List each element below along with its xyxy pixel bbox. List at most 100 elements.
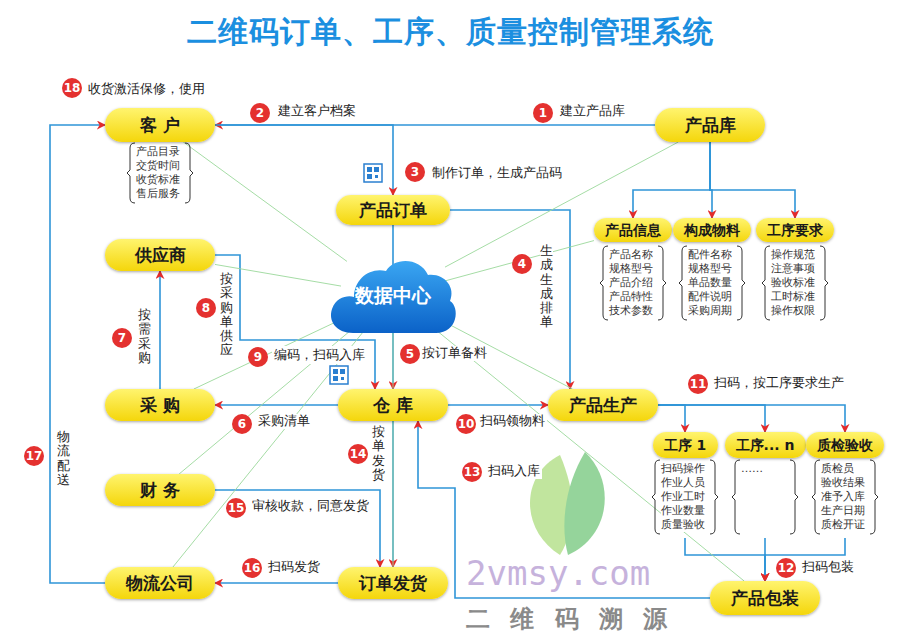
flow-connector (658, 405, 685, 432)
process-box: 订单发货 (338, 567, 448, 599)
qr-icon (330, 366, 348, 384)
node-label: 构成物料 (684, 222, 740, 239)
node-label: 产品生产 (569, 395, 637, 415)
node-list: 质检员 验收结果 准予入库 生产日期 质检开证 (821, 462, 869, 532)
process-box: 构成物料配件名称 规格型号 单品数量 配件说明 采购周期 (673, 218, 751, 242)
callout-number: 11 (688, 374, 708, 394)
note-text: 制作订单，生成产品码 (430, 164, 564, 182)
node-list: …… (741, 462, 789, 476)
edge-label: 按订单备料 (420, 346, 489, 361)
edge-label: 扫码，按工序要求生产 (712, 376, 846, 391)
flow-connector (685, 538, 765, 581)
qr-dot (333, 376, 338, 381)
qr-dot (367, 167, 372, 172)
callout-number: 15 (226, 498, 246, 518)
process-box: 产品订单 (336, 195, 450, 225)
bracket (127, 143, 135, 203)
bracket (185, 143, 193, 203)
diagram-title: 二维码订单、工序、质量控制管理系统 (0, 12, 900, 53)
node-label: 物流公司 (126, 573, 194, 593)
edge-label: 扫码发货 (266, 560, 322, 575)
note-text: 收货激活保修，使用 (86, 80, 207, 98)
node-label: 供应商 (135, 245, 186, 265)
edge-label: 建立客户档案 (276, 104, 358, 119)
process-box: 财 务 (105, 474, 215, 506)
callout-number: 1 (533, 103, 553, 123)
node-label: 产品订单 (359, 200, 427, 220)
watermark: 二 维 码 溯 源 (466, 605, 673, 633)
node-label: 订单发货 (359, 573, 427, 593)
flow-connector (215, 490, 380, 567)
node-label: 产品库 (685, 115, 736, 135)
bracket (870, 460, 878, 534)
bracket (658, 246, 666, 320)
bracket (812, 460, 820, 534)
flow-connector (418, 421, 710, 598)
process-box: 物流公司 (105, 567, 215, 599)
qr-frame (364, 164, 382, 182)
edge-label: 建立产品库 (558, 104, 627, 119)
cloud-node: 数据中心 (328, 253, 458, 337)
qr-dot (374, 167, 379, 172)
qr-frame (330, 366, 348, 384)
bracket (732, 460, 740, 534)
callout-number: 16 (242, 558, 262, 578)
data-link (445, 241, 594, 281)
flow-connector (448, 404, 548, 406)
node-list: 产品目录 交货时间 收货标准 售后服务 (136, 145, 184, 201)
bracket (710, 460, 718, 534)
bracket (790, 460, 798, 534)
edge-label: 生成生成排单 (540, 244, 553, 330)
bracket (652, 460, 660, 534)
edge-label: 按单发货 (372, 425, 385, 482)
data-link (173, 329, 366, 567)
edge-label: 审核收款，同意发货 (250, 499, 371, 514)
process-box: 采 购 (105, 389, 215, 421)
process-box: 产品生产 (548, 389, 658, 421)
edge-label: 采购清单 (256, 414, 312, 429)
flow-connector (215, 582, 338, 584)
flow-connector (633, 142, 710, 218)
bracket (762, 246, 770, 320)
watermark: 2vmsy.com (466, 555, 650, 591)
flow-connector (450, 210, 570, 389)
node-label: 数据中心 (355, 284, 431, 307)
cloud-outline (331, 261, 456, 333)
flow-connector (159, 271, 161, 389)
callout-number: 2 (250, 103, 270, 123)
bracket (820, 246, 828, 320)
bracket (737, 246, 745, 320)
edge-label: 扫码领物料 (478, 414, 547, 429)
node-label: 财 务 (140, 480, 180, 500)
callout-number: 3 (405, 162, 425, 182)
node-list: 扫码操作 作业人员 作业工时 作业数量 质量验收 (661, 462, 709, 532)
node-label: 工序... n (736, 437, 795, 454)
node-list: 配件名称 规格型号 单品数量 配件说明 采购周期 (688, 248, 736, 318)
edge-label: 按需采购 (138, 308, 151, 365)
process-box: 供应商 (105, 239, 215, 271)
node-label: 工序 1 (664, 437, 707, 454)
brackets (127, 143, 878, 534)
qr-dot (341, 377, 344, 380)
flow-connector (658, 405, 845, 432)
node-list: 操作规范 注意事项 验收标准 工时标准 操作权限 (771, 248, 819, 318)
flow-connector (658, 405, 765, 432)
node-label: 产品包装 (731, 588, 799, 608)
callout-number: 12 (776, 558, 796, 578)
node-label: 质检验收 (817, 437, 873, 454)
bracket (600, 246, 608, 320)
edge-label: 扫码包装 (800, 560, 856, 575)
process-box: 产品库 (655, 108, 765, 142)
flow-connector (710, 142, 795, 218)
leaf (564, 452, 604, 555)
callout-number: 18 (62, 78, 82, 98)
callout-number: 5 (400, 344, 420, 364)
data-link (215, 264, 341, 286)
edge-label: 物流配送 (57, 430, 70, 487)
node-label: 采 购 (140, 395, 180, 415)
process-box: 产品信息产品名称 规格型号 产品介绍 产品特性 技术参数 (594, 218, 672, 242)
edge-label: 按采购单供应 (220, 272, 233, 358)
process-box: 工序... n…… (725, 432, 806, 458)
note-text: 编码，扫码入库 (272, 346, 367, 364)
callout-number: 6 (232, 414, 252, 434)
